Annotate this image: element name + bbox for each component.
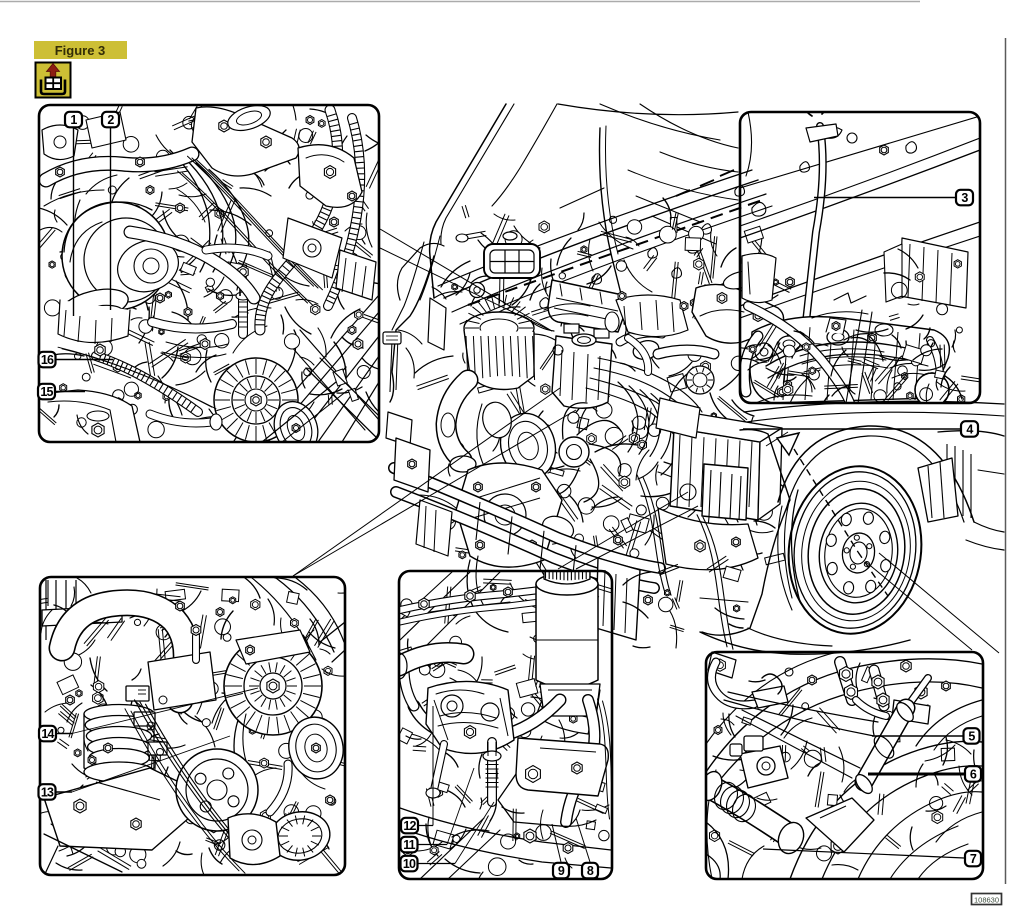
svg-text:10: 10 [403,857,416,871]
svg-text:6: 6 [970,767,977,781]
svg-text:7: 7 [970,852,977,866]
svg-text:2: 2 [107,113,114,127]
svg-text:9: 9 [558,864,565,878]
svg-text:Figure 3: Figure 3 [55,43,106,58]
svg-text:12: 12 [403,819,416,833]
svg-text:16: 16 [41,353,54,367]
svg-text:11: 11 [403,838,415,852]
svg-text:3: 3 [961,191,968,205]
svg-text:5: 5 [968,729,975,743]
svg-text:8: 8 [587,864,594,878]
svg-text:13: 13 [41,785,54,799]
svg-text:108630: 108630 [974,895,999,904]
svg-text:1: 1 [70,113,77,127]
svg-text:15: 15 [40,385,53,399]
svg-text:14: 14 [41,727,54,741]
svg-text:4: 4 [966,422,973,436]
